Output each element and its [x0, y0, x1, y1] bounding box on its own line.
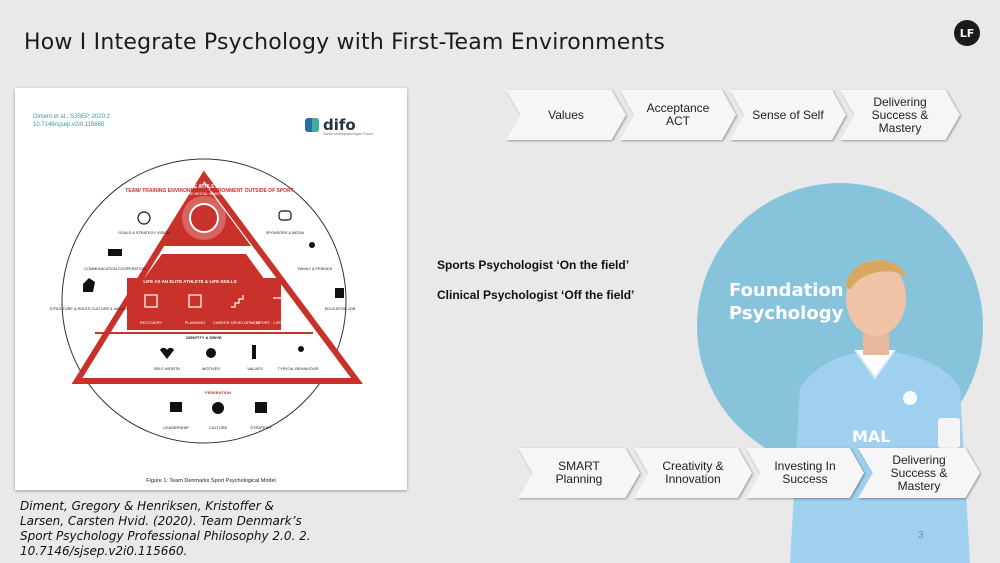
chevron-delivering-top: Delivering Success & Mastery — [840, 90, 960, 140]
base-item-2: MOTIVES — [202, 366, 220, 371]
top-chevron-row: Values Acceptance ACT Sense of Self Deli… — [506, 90, 960, 140]
planning-icon — [188, 294, 202, 308]
band-item-2: PLANNING — [185, 320, 205, 325]
chevron-investing: Investing In Success — [746, 448, 864, 498]
apex-title: THE ATHLETE — [187, 184, 222, 190]
band-item-4: SPORT - LIFE BALANCE — [256, 320, 302, 325]
federation-item-3: STRATEGY — [250, 425, 272, 430]
page-number: 3 — [918, 530, 924, 541]
left-item-1: GOALS & STRATEGY VISION — [118, 231, 170, 235]
sports-psychologist-label: Sports Psychologist ‘On the field’ — [437, 258, 630, 272]
left-item-2: COMMUNICATION COOPERATION — [84, 267, 146, 271]
chevron-values: Values — [506, 90, 626, 140]
recovery-icon — [144, 294, 158, 308]
federation-item-2: CULTURE — [209, 425, 228, 430]
clinical-psychologist-label: Clinical Psychologist ‘Off the field’ — [437, 288, 635, 302]
pyramid-diagram: THE ATHLETE THE MENTAL WHEEL LIFE AS AN … — [50, 158, 363, 444]
foundation-line-2: Psychology — [729, 303, 844, 324]
chevron-sense-of-self: Sense of Self — [730, 90, 846, 140]
foundation-psychology-label: Foundation Psychology — [729, 279, 844, 325]
values-lighthouse-icon — [252, 345, 256, 359]
band-item-1: RECOVERY — [140, 320, 163, 325]
culture-globe-icon — [212, 402, 224, 414]
player-shirt-text: MAL — [852, 427, 891, 446]
player-face — [846, 260, 906, 336]
difo-brand-name: difo — [323, 116, 356, 134]
federation-item-1: LEADERSHIP — [163, 425, 189, 430]
base-title: IDENTITY & DRIVE — [186, 335, 222, 340]
player-armband — [938, 418, 960, 448]
chess-knight-icon — [83, 278, 95, 292]
lf-logo: LF — [954, 20, 980, 46]
career-stairs-icon — [231, 295, 244, 308]
goals-icon — [137, 211, 151, 225]
figure-caption: Figure 1: Team Denmarks Sport Psychologi… — [146, 478, 276, 484]
family-icon — [309, 242, 315, 248]
right-item-2: FAMILY & FRIENDS — [298, 267, 333, 271]
difo-logo: difo — [305, 116, 356, 134]
right-env-label: ENVIRONMENT OUTSIDE OF SPORT — [206, 188, 294, 194]
behaviour-person-icon — [298, 346, 304, 352]
bottom-chevron-row: SMART Planning Creativity & Innovation I… — [518, 448, 980, 498]
difo-brand-sub: Dansk Idrætspsykologisk Forum — [323, 132, 373, 136]
club-crest-icon — [903, 391, 917, 405]
strategy-puzzle-icon — [255, 402, 267, 413]
figure-citation-line-2: 10.7146/sjsep.v2i0.115660 — [33, 122, 105, 128]
figure-citation-line-1: Diment et al., SJSEP, 2020:2 — [33, 114, 110, 120]
band-title: LIFE AS AN ELITE ATHLETE & LIFE-SKILLS — [143, 279, 236, 284]
slide-title: How I Integrate Psychology with First-Te… — [24, 30, 666, 55]
speech-bubble-icon — [278, 210, 292, 221]
motives-icon — [206, 348, 216, 358]
right-item-3: EDUCATION JOB — [325, 307, 356, 311]
chevron-smart-planning: SMART Planning — [518, 448, 640, 498]
base-item-3: VALUES — [247, 366, 263, 371]
left-env-label: TEAM/ TRAINING ENVIRONMENT — [125, 188, 204, 194]
sport-psych-model-figure: Diment et al., SJSEP, 2020:2 10.7146/sjs… — [15, 88, 407, 490]
chevron-acceptance-act: Acceptance ACT — [620, 90, 736, 140]
pyramid-life-band-body — [127, 278, 281, 330]
apex-sub: THE MENTAL WHEEL — [186, 192, 221, 196]
leadership-icon — [170, 402, 182, 412]
chevron-creativity: Creativity & Innovation — [634, 448, 752, 498]
right-item-1: SPONSORS & MEDIA — [266, 231, 305, 235]
figure-citation: Diment et al., SJSEP, 2020:2 10.7146/sjs… — [33, 113, 110, 129]
federation-title: FEDERATION — [205, 390, 231, 395]
chevron-delivering-bottom: Delivering Success & Mastery — [858, 448, 980, 498]
base-item-1: SELF-WORTH — [154, 366, 180, 371]
graduate-icon — [335, 288, 344, 298]
player-neck — [863, 333, 889, 355]
base-item-4: TYPICAL BEHAVIOUR — [278, 366, 319, 371]
band-item-3: CAREER DEVELOPMENT — [213, 320, 262, 325]
left-item-3: STRUCTURE & ROLES CULTURE & VALUES — [50, 307, 129, 311]
difo-icon — [305, 118, 319, 132]
player-collar — [854, 349, 896, 380]
outer-circle — [61, 158, 347, 444]
handshake-icon — [108, 249, 122, 256]
mental-wheel-core — [189, 203, 219, 233]
reference-citation: Diment, Gregory & Henriksen, Kristoffer … — [20, 499, 311, 558]
player-photo: MAL — [790, 260, 970, 563]
foundation-line-1: Foundation — [729, 280, 844, 301]
self-worth-icon — [160, 347, 174, 359]
player-hair — [846, 260, 908, 290]
